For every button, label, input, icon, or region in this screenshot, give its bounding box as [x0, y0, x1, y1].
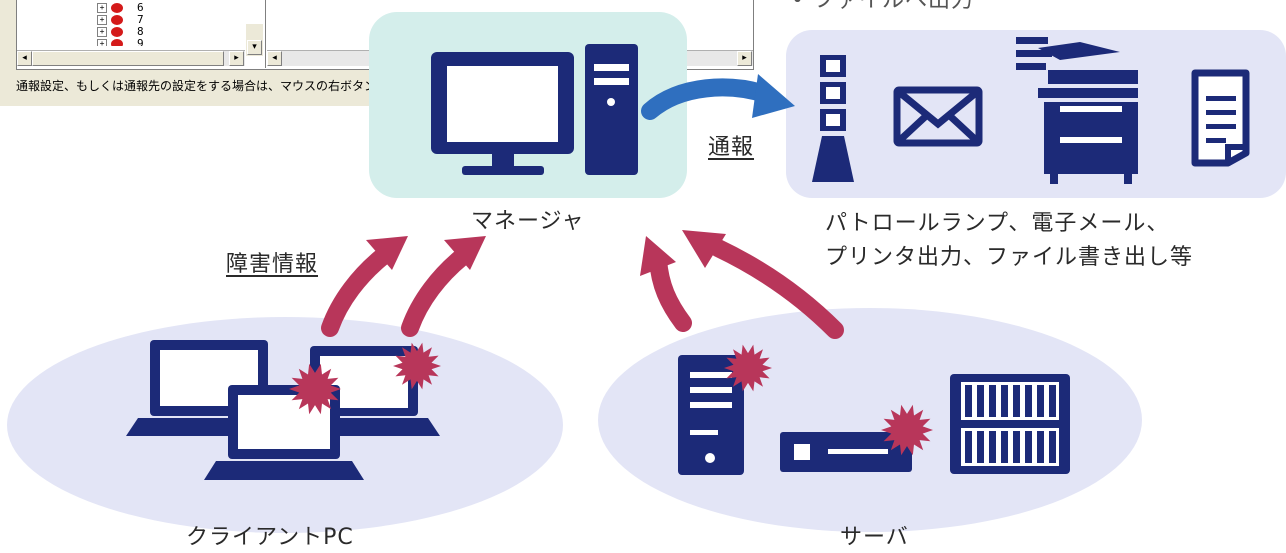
tree-row-label: 8 — [137, 25, 144, 38]
alert-burst-icon — [289, 363, 341, 415]
vertical-scrollbar[interactable]: ▾ — [246, 24, 263, 56]
scroll-right-button[interactable]: ▸ — [229, 51, 244, 66]
failure-arrowhead — [444, 236, 486, 270]
failure-arrowhead — [640, 236, 676, 276]
rack-server-icon — [780, 432, 912, 472]
scroll-right-button[interactable]: ▸ — [737, 51, 752, 66]
status-bar-text: 通報設定、もしくは通報先の設定をする場合は、マウスの右ボタン — [16, 79, 377, 93]
expand-icon[interactable]: + — [97, 15, 107, 25]
client-pc-label: クライアントPC — [186, 525, 354, 550]
failure-arrowhead — [366, 236, 408, 270]
laptop-icon — [204, 385, 364, 480]
tree-row[interactable]: +8 — [97, 26, 144, 38]
tree-row-label: 6 — [137, 1, 144, 14]
patrol-lamp-icon — [812, 55, 854, 182]
tree-row[interactable]: +9 — [97, 38, 144, 46]
alert-node-icon — [111, 3, 123, 13]
tree-pane: +6 +7 +8 +9 ▾ ◂ ▸ — [17, 0, 266, 68]
tree-row[interactable]: +6 — [97, 2, 144, 14]
tree-row-label: 7 — [137, 13, 144, 26]
horizontal-scrollbar[interactable]: ◂ ▸ — [17, 50, 245, 66]
alert-burst-icon — [724, 344, 772, 392]
outputs-panel — [786, 30, 1286, 198]
expand-icon[interactable]: + — [97, 3, 107, 13]
alert-burst-icon — [881, 404, 933, 456]
desktop-computer-icon — [431, 44, 638, 175]
expand-icon[interactable]: + — [97, 27, 107, 37]
tower-server-icon — [678, 355, 744, 475]
notify-arrow — [641, 78, 777, 120]
alert-node-icon — [111, 39, 123, 46]
alert-node-icon — [111, 15, 123, 25]
outputs-label-line2: プリンタ出力、ファイル書き出し等 — [825, 245, 1194, 270]
scroll-right-icon: ▸ — [234, 53, 239, 63]
alert-burst-icon — [393, 342, 441, 390]
notify-arrowhead — [752, 74, 795, 118]
failure-arrows — [321, 239, 844, 339]
printer-icon — [1016, 37, 1138, 184]
scroll-left-icon: ◂ — [22, 53, 27, 63]
scroll-down-icon: ▾ — [252, 42, 257, 52]
failure-arrowhead — [682, 230, 726, 268]
manager-label: マネージャ — [471, 209, 585, 234]
envelope-icon — [893, 86, 983, 147]
storage-array-icon — [950, 374, 1070, 474]
notify-label: 通報 — [708, 135, 755, 160]
alert-bursts — [289, 342, 933, 456]
tree-row-label: 9 — [137, 38, 144, 46]
scroll-down-button[interactable]: ▾ — [247, 40, 262, 55]
failure-info-label: 障害情報 — [226, 252, 319, 277]
alert-node-icon — [111, 27, 123, 37]
scroll-left-button[interactable]: ◂ — [267, 51, 282, 66]
scroll-right-icon: ▸ — [742, 53, 747, 63]
server-label: サーバ — [840, 525, 909, 550]
scroll-left-icon: ◂ — [272, 53, 277, 63]
scroll-thumb[interactable] — [32, 51, 224, 66]
scroll-left-button[interactable]: ◂ — [17, 51, 32, 66]
tree-row[interactable]: +7 — [97, 14, 144, 26]
expand-icon[interactable]: + — [97, 39, 107, 46]
top-bullet-text: • ファイルへ出力 — [791, 0, 974, 13]
document-icon — [1191, 69, 1250, 167]
outputs-label-line1: パトロールランプ、電子メール、 — [825, 211, 1170, 236]
